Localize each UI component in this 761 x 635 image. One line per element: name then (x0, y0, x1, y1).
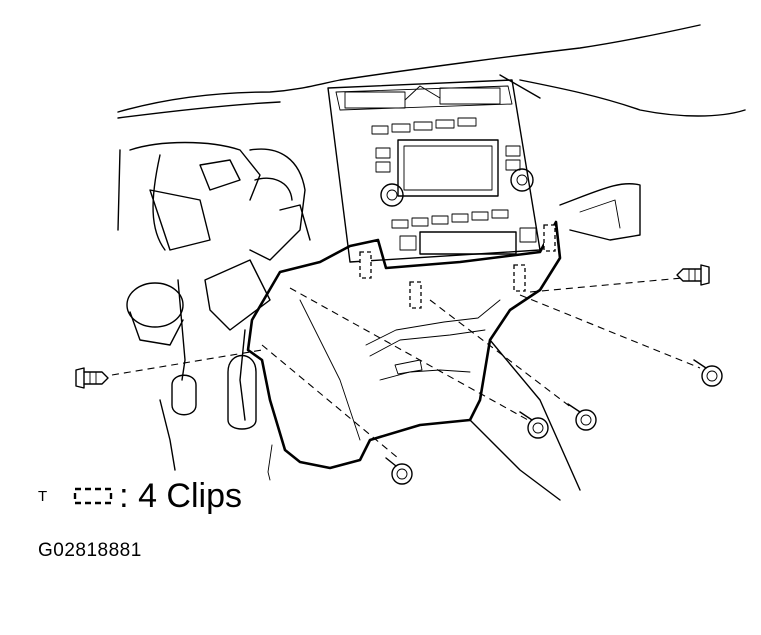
clip-marker (543, 224, 556, 252)
fastener-guide-lines (111, 277, 701, 459)
lower-center-panel (246, 220, 562, 470)
dashboard-outline (117, 24, 746, 119)
clip-locations (359, 224, 556, 309)
passenger-side (469, 183, 641, 501)
clip-marker (513, 264, 526, 292)
audio-panel (327, 79, 541, 263)
clip-symbol-icon (73, 487, 113, 505)
legend-prefix: T (38, 487, 48, 505)
clip-marker (409, 281, 422, 309)
figure-code: G02818881 (38, 540, 142, 561)
label-leader (267, 444, 273, 481)
screw-icon (693, 359, 723, 387)
steering-column (117, 141, 311, 471)
screw-icon (385, 457, 413, 485)
screw-icon (519, 411, 549, 439)
clip-marker (359, 251, 372, 279)
clip-fastener-icon (75, 367, 109, 389)
screw-icon (567, 403, 597, 431)
legend-text: : 4 Clips (119, 476, 242, 515)
legend: T : 4 Clips (38, 476, 242, 516)
clip-fastener-icon (676, 264, 710, 286)
